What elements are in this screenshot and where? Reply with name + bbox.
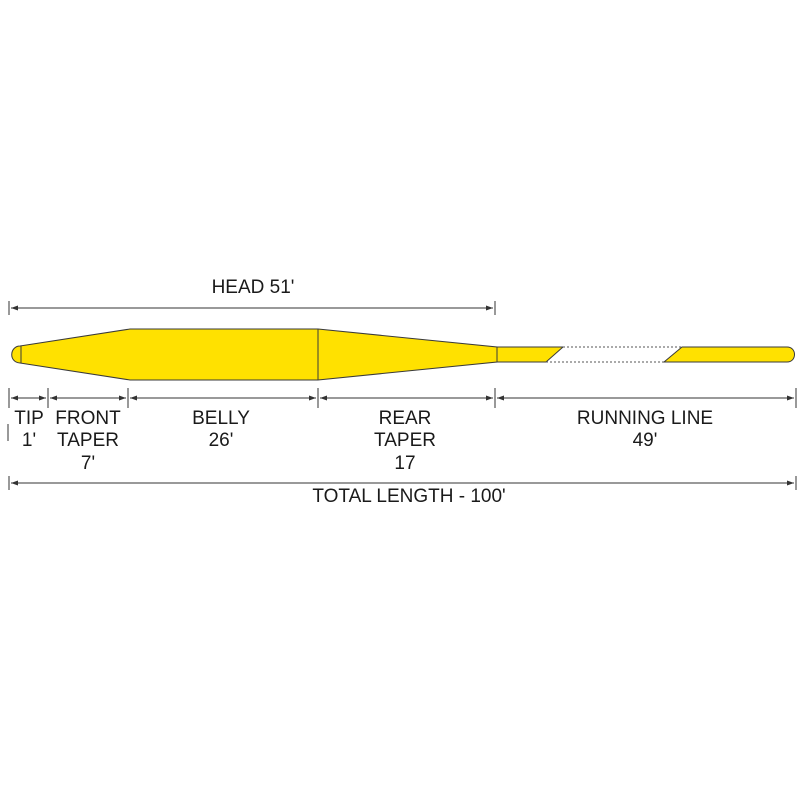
running-line-length: 49' <box>633 430 658 451</box>
belly-name: BELLY <box>192 408 250 429</box>
rear-taper-name-line2: TAPER <box>374 430 436 451</box>
front-taper-name-line2: TAPER <box>57 430 119 451</box>
tip-name: TIP <box>14 408 44 429</box>
head-label: HEAD 51' <box>212 277 295 298</box>
tip-length: 1' <box>22 430 36 451</box>
section-dimensions <box>8 388 797 408</box>
fly-line-body <box>11 328 795 381</box>
front-taper-length: 7' <box>81 453 95 474</box>
running-line-name: RUNNING LINE <box>577 408 713 429</box>
rear-taper-name-line1: REAR <box>379 408 432 429</box>
belly-label-group: BELLY 26' <box>192 408 250 451</box>
head-dimension: HEAD 51' <box>8 277 496 315</box>
running-line-omitted-section <box>546 346 682 363</box>
running-line-label-group: RUNNING LINE 49' <box>577 408 713 451</box>
head-taper-shape <box>11 328 498 381</box>
total-length-label: TOTAL LENGTH - 100' <box>312 486 505 507</box>
rear-taper-label-group: REAR TAPER 17 <box>374 408 436 474</box>
front-taper-label-group: FRONT TAPER 7' <box>55 408 121 474</box>
total-length-dimension: TOTAL LENGTH - 100' <box>8 476 797 507</box>
belly-length: 26' <box>209 430 234 451</box>
tip-label-group: TIP 1' <box>7 408 44 451</box>
running-line-front-segment <box>496 346 565 363</box>
front-taper-name-line1: FRONT <box>55 408 121 429</box>
rear-taper-length: 17 <box>394 453 415 474</box>
running-line-rear-segment <box>662 346 795 363</box>
